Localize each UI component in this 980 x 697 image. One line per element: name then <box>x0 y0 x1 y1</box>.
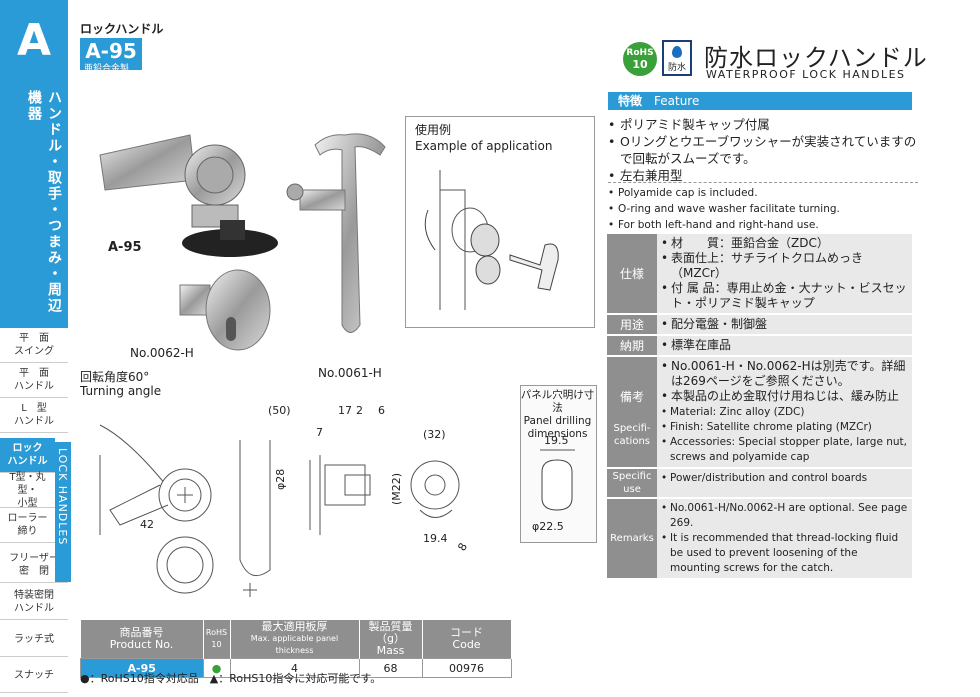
sidebar-item-t-type[interactable]: T型・丸型・小型 <box>0 472 55 509</box>
dim-label: 7 <box>316 426 323 439</box>
model-badge: A-95 亜鉛合金製 <box>80 38 142 74</box>
spec-header: Specific use <box>607 468 657 499</box>
application-caption: 使用例 Example of application <box>415 123 553 153</box>
sidebar-item-snatch[interactable]: スナッチ <box>0 658 68 693</box>
page-title: 防水ロックハンドル <box>704 44 928 72</box>
dim-label: 6 <box>378 404 385 417</box>
dim-label: (32) <box>423 428 446 441</box>
panel-width-label: 19.5 <box>544 434 569 447</box>
list-item: For both left-hand and right-hand use. <box>608 217 918 233</box>
list-item: Oリングとウエーブワッシャーが実装されていますので回転がスムーズです。 <box>608 133 918 167</box>
sidebar-english-label: LOCK HANDLES <box>55 442 71 582</box>
section-letter: A <box>0 0 68 80</box>
dim-label: (50) <box>268 404 291 417</box>
category-title: ロックハンドル <box>80 22 164 36</box>
dim-label: φ28 <box>274 469 287 490</box>
sidebar-item-freezer[interactable]: フリーザー密 閉 <box>0 548 68 583</box>
sidebar-item-flat-swing[interactable]: 平 面スイング <box>0 328 68 363</box>
sidebar-item-flat-handle[interactable]: 平 面ハンドル <box>0 363 68 398</box>
list-item: Polyamide cap is included. <box>608 185 918 201</box>
sidebar-item-l-handle[interactable]: L 型ハンドル <box>0 398 68 433</box>
feature-list-en: Polyamide cap is included. O-ring and wa… <box>608 182 918 233</box>
photo-label-main: A-95 <box>108 240 142 255</box>
sidebar-item-latch[interactable]: ラッチ式 <box>0 622 68 657</box>
spec-header: 納期 <box>607 335 657 357</box>
product-photos <box>99 133 386 351</box>
turning-angle-jp: 回転角度60° <box>80 370 150 384</box>
table-row: A-95 ● 4 68 00976 <box>80 658 512 678</box>
list-item: ポリアミド製キャップ付属 <box>608 116 918 133</box>
dim-label: 17 <box>338 404 352 417</box>
dim-label: 19.4 <box>423 532 448 545</box>
rohs-badge: RoHS 10 <box>623 42 657 76</box>
table-header: 製品質量（g）Mass <box>359 620 423 659</box>
spec-header: 仕様 <box>607 234 657 315</box>
dim-label: (M22) <box>390 473 403 505</box>
application-drawing <box>424 170 559 310</box>
list-item: O-ring and wave washer facilitate turnin… <box>608 201 918 217</box>
sidebar-item-roller[interactable]: ローラー締り <box>0 508 55 543</box>
photo-label-key: No.0062-H <box>130 346 194 360</box>
t-handle-photo <box>286 133 386 333</box>
application-box <box>405 116 595 328</box>
sidebar-item-lock-handle[interactable]: ロックハンドル <box>0 438 55 473</box>
spec-header: Specifi-cations <box>607 403 657 469</box>
panel-diameter-label: φ22.5 <box>532 520 564 533</box>
lock-photo <box>99 134 278 257</box>
dim-label: 42 <box>140 518 154 531</box>
sidebar-category: ハンドル・取手・つまみ・周辺機器 <box>0 80 68 328</box>
sidebar-item-special-seal[interactable]: 特装密閉ハンドル <box>0 585 68 620</box>
legend: ●：RoHS10指令対応品 ▲：RoHS10指令に対応可能です。 <box>80 672 382 685</box>
key-photo <box>179 269 271 351</box>
panel-drilling-title: パネル穴明け寸法 Panel drilling dimensions <box>520 389 595 440</box>
page-title-en: WATERPROOF LOCK HANDLES <box>706 68 906 81</box>
spec-table-en: Specifi-cations Material: Zinc alloy (ZD… <box>607 403 912 580</box>
panel-drilling-drawing: 19.5 φ22.5 <box>532 434 575 533</box>
list-item: 左右兼用型 <box>608 167 918 184</box>
technical-drawing: (50) 17 2 6 7 φ28 42 (M22) (32) 19.4 8 <box>99 404 470 597</box>
dim-label: 8 <box>455 541 470 554</box>
feature-list-jp: ポリアミド製キャップ付属 Oリングとウエーブワッシャーが実装されていますので回転… <box>608 116 918 184</box>
material-note: 亜鉛合金製 <box>84 64 130 74</box>
spec-header: 用途 <box>607 314 657 336</box>
model-number: A-95 <box>85 39 137 63</box>
dim-label: 2 <box>356 404 363 417</box>
turning-angle-en: Turning angle <box>80 384 162 398</box>
spec-header: Remarks <box>607 498 657 580</box>
spec-table-jp: 仕様 材 質：亜鉛合金（ZDC）表面仕上：サチライトクロムめっき（MZCr）付 … <box>607 234 912 438</box>
water-drop-icon <box>672 46 682 58</box>
photo-label-handle: No.0061-H <box>318 366 382 380</box>
waterproof-badge: 防水 <box>662 40 692 76</box>
